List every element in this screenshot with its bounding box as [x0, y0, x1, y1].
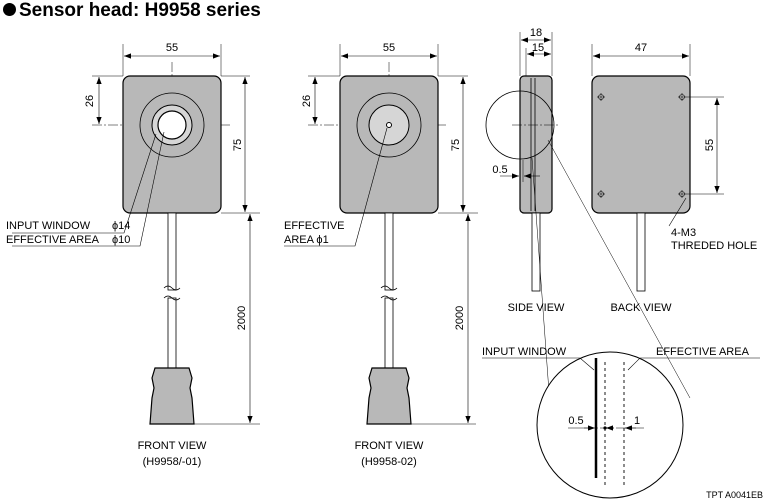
callout-effective-area-label: EFFECTIVE AREA — [6, 234, 100, 246]
cable-break-mark — [163, 285, 181, 291]
detail-callout-circle — [485, 90, 555, 160]
cable-lower — [167, 297, 177, 369]
detail-leader-left — [531, 157, 550, 393]
callout-leader-area — [12, 131, 165, 247]
dimension-cable-label: 2000 — [236, 306, 248, 330]
detail-dimension-left-label: 0.5 — [568, 415, 583, 427]
detail-circle — [536, 351, 684, 499]
front-view-right: 55 26 75 EFFECTIVE AREA ϕ1 2000 FRONT VI… — [284, 42, 478, 468]
side-view-label: SIDE VIEW — [508, 302, 565, 314]
callout-area-label: AREA ϕ1 — [284, 234, 329, 246]
window-outer-ring — [356, 92, 422, 158]
front-view-left: 55 26 75 INPUT WINDOW ϕ14 EFFECTIVE AREA… — [6, 42, 260, 468]
threaded-hole-icons — [597, 93, 686, 198]
cable-lower — [384, 297, 394, 369]
dimension-cable-label: 2000 — [454, 306, 466, 330]
cable-upper — [384, 212, 394, 291]
model-label: (H9958-02) — [361, 456, 417, 468]
bullet-icon — [3, 3, 16, 16]
connector-plug — [149, 367, 195, 425]
dimension-height-label: 75 — [232, 139, 244, 151]
callout-thread-size: 4-M3 — [671, 227, 696, 239]
side-view: 18 15 0.5 SIDE VIEW — [485, 27, 565, 314]
dimension-total-depth-label: 18 — [530, 27, 542, 39]
detail-input-window-label: INPUT WINDOW — [482, 346, 567, 358]
callout-leader-area — [284, 127, 388, 247]
window-outer-ring — [139, 92, 205, 158]
detail-leader-right — [547, 139, 691, 399]
callout-input-window-label: INPUT WINDOW — [6, 220, 91, 232]
back-view: 47 55 4-M3 THREDED HOLE BACK VIEW — [591, 42, 757, 314]
cable — [636, 212, 646, 292]
dimension-width-label: 55 — [383, 42, 395, 54]
callout-effective-area-value: ϕ10 — [112, 234, 130, 246]
side-body — [519, 75, 553, 214]
callout-input-window-value: ϕ14 — [112, 220, 130, 232]
effective-area-circle — [157, 110, 187, 140]
callout-effective-label: EFFECTIVE — [284, 220, 345, 232]
dimension-height-label: 75 — [450, 139, 462, 151]
front-view-label: FRONT VIEW — [138, 440, 207, 452]
model-label: (H9958/-01) — [143, 456, 202, 468]
dimension-recess-label: 0.5 — [492, 164, 507, 176]
front-view-label: FRONT VIEW — [355, 440, 424, 452]
detail-view: INPUT WINDOW EFFECTIVE AREA 0.5 1 — [482, 139, 760, 499]
connector-plug — [366, 367, 412, 425]
page-title: Sensor head: H9958 series — [3, 0, 261, 22]
cable-upper — [167, 212, 177, 291]
dimension-width-label: 55 — [166, 42, 178, 54]
detail-dimension-right-label: 1 — [634, 415, 640, 427]
title-text: Sensor head: H9958 series — [19, 0, 261, 21]
cable-break-mark — [380, 285, 398, 291]
dimension-window-offset-label: 26 — [301, 95, 313, 107]
dimension-width-label: 47 — [635, 42, 647, 54]
drawing-code: TPT A0041EB — [706, 490, 763, 500]
callout-leader-window — [12, 133, 157, 234]
dimension-body-depth-label: 15 — [532, 42, 544, 54]
back-view-label: BACK VIEW — [610, 302, 672, 314]
dimension-window-offset-label: 26 — [84, 95, 96, 107]
detail-leader-area — [627, 357, 760, 371]
callout-leader-holes — [668, 197, 687, 227]
detail-leader-window — [482, 357, 595, 371]
back-body — [591, 75, 691, 214]
dimension-hole-pitch-label: 55 — [704, 139, 716, 151]
callout-threaded-hole: THREDED HOLE — [671, 240, 757, 252]
effective-area-circle — [386, 122, 392, 128]
detail-effective-area-label: EFFECTIVE AREA — [656, 346, 750, 358]
